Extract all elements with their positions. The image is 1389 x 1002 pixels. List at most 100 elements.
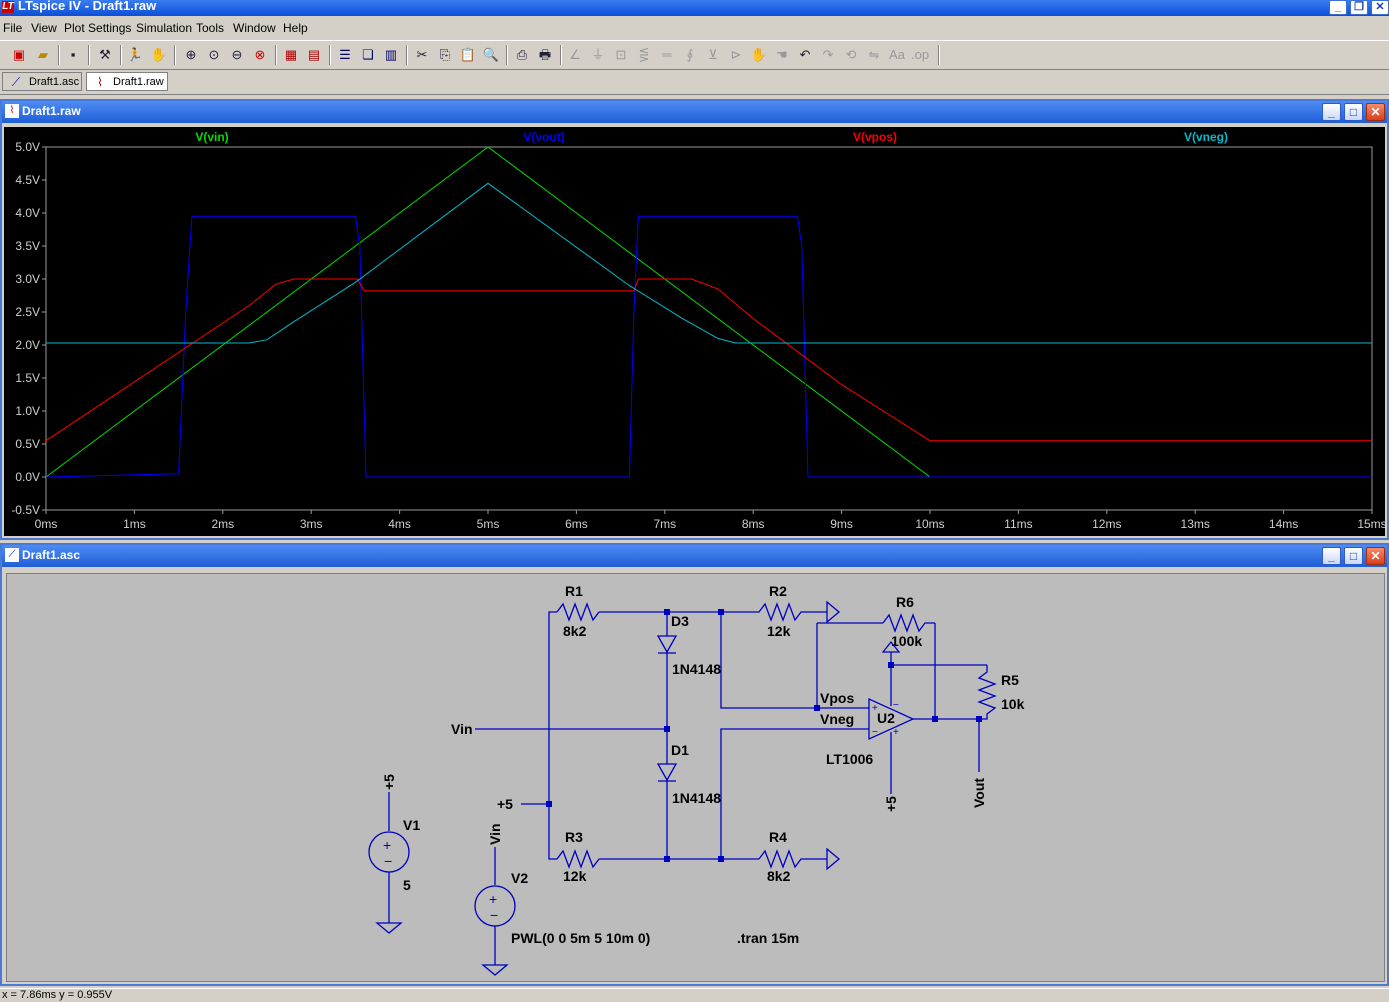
resistor-r3[interactable] [556,849,600,869]
menu-view[interactable]: View [31,21,57,35]
menu-file[interactable]: File [3,21,23,35]
resistor-r5[interactable] [977,665,997,720]
y-tick-label: 2.0V [15,338,40,352]
label-plus5-v1: +5 [381,774,397,790]
menu-simulation[interactable]: Simulation [136,21,193,35]
menu-tools[interactable]: Tools [196,21,225,35]
minimize-button[interactable]: _ [1329,0,1347,15]
x-tick-label: 2ms [211,517,234,531]
wire [548,611,557,804]
halt-icon[interactable]: ✋ [150,47,168,62]
open-folder-icon[interactable]: ▰ [38,47,48,62]
component-icon[interactable]: ⊳ [730,47,742,62]
resistor-r6[interactable] [882,613,935,633]
tab-draft1-raw[interactable]: ⌇ Draft1.raw [86,72,168,91]
inductor-icon[interactable]: ∮ [686,47,694,62]
autorange-icon[interactable]: ▦ [284,47,298,62]
y-tick-label: 1.0V [15,404,40,418]
svg-text:+: + [383,837,391,853]
label-r4: R4 [769,829,787,845]
plot-window-title: Draft1.raw [22,104,81,118]
label-u2: U2 [877,710,895,726]
x-tick-label: 10ms [915,517,944,531]
capacitor-icon[interactable]: ═ [662,47,672,62]
drag-hand-icon[interactable]: ☚ [776,47,788,62]
resistor-r4[interactable] [758,849,827,869]
new-schematic-icon[interactable]: ▣ [12,47,26,62]
svg-text:+: + [872,703,878,714]
series-line-vvpos [45,278,1372,442]
restore-button[interactable]: ❐ [1350,0,1368,15]
plot-minimize-button[interactable]: _ [1322,103,1341,121]
waveform-chart[interactable]: 5.0V4.5V4.0V3.5V3.0V2.5V2.0V1.5V1.0V0.5V… [4,127,1386,536]
tile-vertical-icon[interactable]: ▥ [384,47,398,62]
zoom-in-icon[interactable]: ⊕ [185,47,197,62]
zoom-out-icon[interactable]: ⊖ [231,47,243,62]
wire [548,804,557,860]
schematic-canvas[interactable]: + − + − + − + − R1 8k2 R2 12k D3 1N4148 … [6,573,1385,982]
control-panel-icon[interactable]: ⚒ [99,47,111,62]
schematic-maximize-button[interactable]: □ [1344,547,1363,565]
tab-draft1-asc[interactable]: ⟋ Draft1.asc [2,72,82,91]
cut-icon[interactable]: ✂ [416,47,428,62]
y-tick-label: 5.0V [15,140,40,154]
autorange-y-icon[interactable]: ▤ [307,47,321,62]
menu-window[interactable]: Window [233,21,276,35]
run-icon[interactable]: 🏃 [126,47,144,62]
svg-text:−: − [893,700,899,711]
legend-label: V(vin) [195,130,228,144]
tile-horizontal-icon[interactable]: ☰ [339,47,351,62]
zoom-fit-icon[interactable]: ⊗ [254,47,266,62]
pan-icon[interactable]: ⊙ [208,47,220,62]
app-title: LTspice IV - Draft1.raw [18,0,157,13]
circuit-schematic[interactable]: + − + − + − + − R1 8k2 R2 12k D3 1N4148 … [7,574,1384,981]
y-tick-label: 1.5V [15,371,40,385]
schematic-icon: ⟋ [5,548,19,562]
plot-maximize-button[interactable]: □ [1344,103,1363,121]
label-v2: V2 [511,870,528,886]
save-icon[interactable]: ▪ [70,47,76,62]
series-line-vvout [45,215,1372,478]
menu-help[interactable]: Help [283,21,308,35]
close-button[interactable]: ✕ [1371,0,1389,15]
label-vpos: Vpos [820,690,854,706]
diode-d3[interactable] [656,635,678,654]
diode-icon[interactable]: ⊻ [708,47,718,62]
x-tick-label: 14ms [1269,517,1298,531]
resistor-icon[interactable]: ⋚ [638,47,650,62]
find-icon[interactable]: 🔍 [482,47,500,62]
schematic-close-button[interactable]: ✕ [1366,547,1385,565]
plot-close-button[interactable]: ✕ [1366,103,1385,121]
resistor-r2[interactable] [721,602,827,622]
x-tick-label: 4ms [388,517,411,531]
cascade-icon[interactable]: ❏ [362,47,374,62]
menu-plot-settings[interactable]: Plot Settings [64,21,132,35]
resistor-r1[interactable] [556,602,600,622]
print-setup-icon[interactable]: ⎙ [516,47,528,62]
move-hand-icon[interactable]: ✋ [750,47,768,62]
flag-vneg [826,847,841,871]
spice-directive-icon[interactable]: .op [911,47,930,62]
paste-icon[interactable]: 📋 [459,47,477,62]
mirror-icon[interactable]: ⇋ [868,47,880,62]
schematic-minimize-button[interactable]: _ [1322,547,1341,565]
ground-icon[interactable]: ⏚ [591,47,605,62]
wire-icon[interactable]: ∠ [569,47,581,62]
rotate-icon[interactable]: ⟲ [845,47,857,62]
diode-d1[interactable] [656,763,678,782]
text-icon[interactable]: Aa [889,47,905,62]
label-u2-value: LT1006 [826,751,873,767]
opamp-u2[interactable] [868,697,915,741]
y-tick-label: 2.5V [15,305,40,319]
undo-icon[interactable]: ↶ [799,47,811,62]
print-icon[interactable]: 🖶 [538,47,552,62]
label-net-icon[interactable]: ⊡ [615,47,627,62]
y-tick-label: 3.0V [15,272,40,286]
x-tick-label: 1ms [123,517,146,531]
redo-icon[interactable]: ↷ [822,47,834,62]
copy-icon[interactable]: ⎘ [439,47,451,62]
svg-text:−: − [490,907,498,923]
x-tick-label: 0ms [35,517,58,531]
x-tick-label: 6ms [565,517,588,531]
